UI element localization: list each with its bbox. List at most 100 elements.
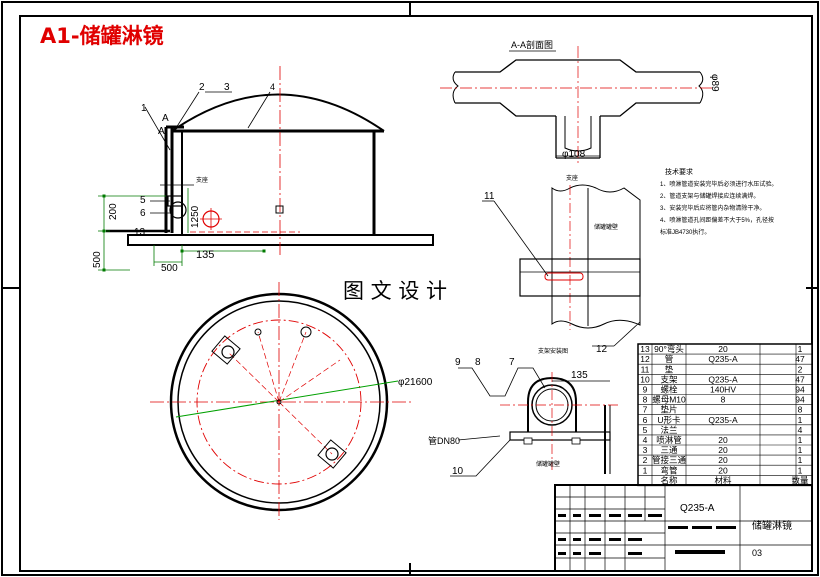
callout-5: 5 (140, 195, 146, 206)
section-aa: A-A剖面图 φ108 φ89 (440, 39, 720, 165)
pipe-break-right (698, 71, 704, 104)
bom-cell: 垫 (665, 364, 674, 374)
bom-cell: 13 (640, 344, 650, 354)
bom-cell: 数量 (791, 475, 809, 485)
leader-11 (493, 200, 549, 277)
bracket-dim-135: 135 (571, 370, 588, 381)
nozzle-2 (325, 447, 339, 461)
leader-pipe (457, 435, 501, 441)
bom-cell: 12 (640, 354, 650, 364)
bom-cell: 20 (718, 344, 728, 354)
bracket-wall-label: 储罐罐壁 (536, 460, 560, 468)
support-detail-title: 支座 (566, 174, 578, 182)
bom-cell: 喷淋管 (656, 435, 682, 445)
support-note: 支座 (196, 176, 208, 184)
bom-cell: 1 (798, 415, 803, 425)
dim-500-left: 500 (92, 251, 103, 268)
callout-12: 12 (596, 344, 608, 355)
title-material: Q235-A (680, 503, 715, 514)
nozzle-1 (221, 345, 235, 359)
plan-diameter: φ21600 (398, 377, 433, 388)
bom-cell: U形卡 (657, 415, 681, 425)
bracket-title: 支架安装图 (538, 347, 568, 355)
bom-cell: 94 (795, 385, 805, 395)
callout-1: 1 (141, 103, 147, 114)
bom-cell: 材料 (714, 475, 732, 485)
callout-6: 6 (140, 208, 146, 219)
bracket-detail: 支架安装图 135 9 8 7 10 储罐罐壁 (450, 347, 620, 477)
bom-cell: 2 (643, 455, 648, 465)
dim-135: 135 (196, 249, 214, 261)
nozzle-4 (300, 326, 312, 338)
sheet-title: A1-储罐淋镜 (40, 24, 164, 48)
callout-10: 10 (452, 466, 464, 477)
callout-a2: A (158, 126, 165, 137)
bom-cell: 9 (643, 385, 648, 395)
bom-cell: 47 (795, 354, 805, 364)
bom-cell: 1 (798, 465, 803, 475)
tee-branch (555, 116, 601, 158)
center-mark (276, 399, 282, 405)
tech-note-2: 2、管道支架与储罐焊接应连续满焊。 (660, 192, 759, 200)
title-block-stamps (558, 514, 736, 555)
nozzle-1-plate (211, 335, 241, 365)
bom-cell: 1 (798, 344, 803, 354)
section-dim-right: φ89 (709, 74, 720, 92)
callout-11: 11 (484, 191, 495, 202)
diameter-line (175, 380, 399, 418)
bom-cell: 名称 (660, 475, 678, 485)
callout-9: 9 (455, 357, 461, 368)
bom-cell: 4 (798, 425, 803, 435)
nozzle-mark (275, 205, 284, 214)
bom-cell: 10 (640, 374, 650, 384)
leader-12 (613, 321, 641, 347)
bom-cell: Q235-A (708, 415, 738, 425)
bom-cell: 支架 (660, 374, 678, 384)
elevation-leaders (144, 91, 271, 232)
bom-cell: 1 (798, 445, 803, 455)
plan-pipe: 管DN80 (428, 435, 460, 446)
callout-3: 3 (224, 82, 230, 93)
bom-cell: 1 (643, 465, 648, 475)
bom-cell: 三通 (660, 445, 678, 455)
bom-cell: 8 (643, 395, 648, 405)
inner-border (19, 15, 813, 572)
bom-cell: Q235-A (708, 374, 738, 384)
nozzle-2-plate (317, 439, 347, 469)
dim-500-bottom: 500 (161, 263, 178, 274)
bom-cell: 8 (798, 405, 803, 415)
callout-8: 8 (475, 357, 481, 368)
bom-cell: 管 (665, 354, 674, 364)
bom-cell: 140HV (710, 385, 736, 395)
section-dim: φ108 (562, 149, 586, 160)
tank-wall-label: 储罐罐壁 (594, 223, 618, 231)
bom-cell: Q235-A (708, 354, 738, 364)
dim-1250: 1250 (190, 205, 201, 228)
title-block: Q235-A 储罐淋镜 03 (554, 484, 813, 572)
plan-view: φ21600 管DN80 (150, 282, 460, 520)
bom-cell: 弯管 (660, 465, 677, 475)
callout-7: 7 (509, 357, 515, 368)
bom-cell: 垫片 (660, 405, 677, 415)
bom-cell: 螺栓 (660, 385, 678, 395)
tech-note-5: 标准JB4730执行。 (660, 228, 710, 236)
bom-cell: 8 (721, 395, 726, 405)
callout-4: 4 (270, 82, 275, 92)
bom-cell: 1 (798, 435, 803, 445)
bom-cell: 1 (798, 455, 803, 465)
leader-9-8-7 (458, 367, 546, 397)
bom-cell: 20 (718, 435, 728, 445)
tech-note-1: 1、喷淋管道安装完毕后必须进行水压试验。 (660, 180, 777, 188)
watermark: 图 文 设 计 (343, 279, 447, 303)
bom-cell: 5 (643, 425, 648, 435)
bom-cell: 螺母M10 (652, 395, 686, 405)
pipe-break-left (452, 71, 459, 104)
callout-2: 2 (199, 82, 205, 93)
bom-cell: 管接三通 (652, 455, 687, 465)
bom-cell: 20 (718, 465, 728, 475)
leader-10 (450, 439, 511, 477)
title-block-grid (555, 485, 812, 571)
